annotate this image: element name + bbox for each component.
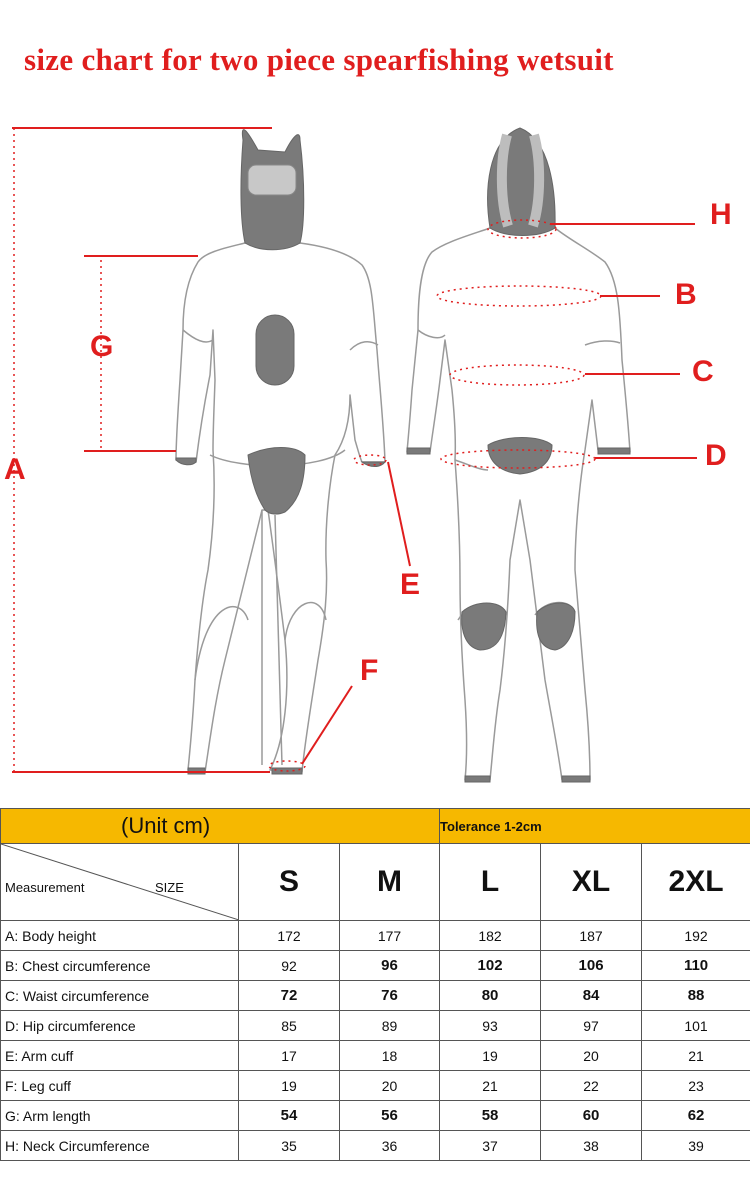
row-label: A: Body height — [0, 920, 239, 951]
row-label: B: Chest circumference — [0, 950, 239, 981]
table-cell: 89 — [338, 1010, 441, 1041]
label-c: C — [692, 355, 714, 388]
table-cell: 22 — [540, 1070, 643, 1101]
table-row: E: Arm cuff 17 18 19 20 21 — [0, 1040, 750, 1071]
table-cell: 18 — [338, 1040, 441, 1071]
table-cell: 36 — [338, 1130, 441, 1161]
table-cell: 187 — [540, 920, 643, 951]
table-cell: 182 — [439, 920, 542, 951]
waist-circle — [449, 364, 585, 386]
table-cell: 62 — [641, 1100, 750, 1131]
neck-circle — [487, 219, 557, 239]
measurement-size-cell: Measurement SIZE — [0, 843, 239, 921]
table-cell: 85 — [238, 1010, 340, 1041]
row-label: F: Leg cuff — [0, 1070, 239, 1101]
size-l: L — [439, 843, 542, 921]
table-row: F: Leg cuff 19 20 21 22 23 — [0, 1070, 750, 1101]
size-table: (Unit cm) Tolerance 1-2cm Measurement SI… — [0, 808, 750, 1161]
table-row: A: Body height 172 177 182 187 192 — [0, 920, 750, 951]
table-row: G: Arm length 54 56 58 60 62 — [0, 1100, 750, 1131]
table-cell: 102 — [439, 950, 542, 981]
size-row: Measurement SIZE S M L XL 2XL — [0, 843, 750, 921]
leg-cuff-circle — [268, 760, 306, 772]
table-cell: 72 — [238, 980, 340, 1011]
arm-cuff-circle — [353, 454, 387, 466]
size-s: S — [238, 843, 340, 921]
mask-window — [247, 164, 297, 196]
table-cell: 192 — [641, 920, 750, 951]
table-cell: 88 — [641, 980, 750, 1011]
page-title: size chart for two piece spearfishing we… — [24, 42, 614, 77]
size-xl: XL — [540, 843, 643, 921]
table-cell: 38 — [540, 1130, 643, 1161]
table-cell: 19 — [238, 1070, 340, 1101]
label-e: E — [400, 568, 421, 601]
table-cell: 97 — [540, 1010, 643, 1041]
row-label: D: Hip circumference — [0, 1010, 239, 1041]
row-label: H: Neck Circumference — [0, 1130, 239, 1161]
measurement-header: Measurement — [5, 880, 85, 895]
label-a: A — [4, 453, 26, 486]
label-b: B — [675, 278, 697, 311]
table-cell: 37 — [439, 1130, 542, 1161]
table-cell: 35 — [238, 1130, 340, 1161]
table-header-row: (Unit cm) Tolerance 1-2cm — [0, 808, 750, 844]
table-row: H: Neck Circumference 35 36 37 38 39 — [0, 1130, 750, 1161]
back-seat-pad — [487, 437, 553, 475]
hip-circle — [440, 449, 596, 469]
back-body-outline — [406, 227, 631, 781]
tolerance-label: Tolerance 1-2cm — [439, 808, 750, 844]
size-m: M — [338, 843, 441, 921]
front-crotch — [247, 447, 306, 515]
chest-circle — [436, 285, 602, 307]
table-row: D: Hip circumference 85 89 93 97 101 — [0, 1010, 750, 1041]
table-cell: 21 — [641, 1040, 750, 1071]
back-knee-pad-left — [461, 602, 507, 651]
table-row: B: Chest circumference 92 96 102 106 110 — [0, 950, 750, 981]
table-cell: 84 — [540, 980, 643, 1011]
table-cell: 172 — [238, 920, 340, 951]
table-cell: 76 — [338, 980, 441, 1011]
table-cell: 23 — [641, 1070, 750, 1101]
row-label: E: Arm cuff — [0, 1040, 239, 1071]
table-cell: 80 — [439, 980, 542, 1011]
table-cell: 20 — [540, 1040, 643, 1071]
table-cell: 101 — [641, 1010, 750, 1041]
size-2xl: 2XL — [641, 843, 750, 921]
table-row: C: Waist circumference 72 76 80 84 88 — [0, 980, 750, 1011]
table-cell: 92 — [238, 950, 340, 981]
wetsuit-diagram — [12, 127, 697, 783]
table-cell: 110 — [641, 950, 750, 981]
leg-pointer — [301, 685, 353, 765]
table-cell: 106 — [540, 950, 643, 981]
unit-label: (Unit cm) — [0, 808, 441, 844]
table-cell: 60 — [540, 1100, 643, 1131]
cuff-pointer — [387, 461, 411, 567]
label-f: F — [360, 654, 379, 687]
label-g: G — [90, 330, 114, 363]
table-cell: 177 — [338, 920, 441, 951]
table-cell: 93 — [439, 1010, 542, 1041]
table-cell: 20 — [338, 1070, 441, 1101]
table-cell: 54 — [238, 1100, 340, 1131]
label-d: D — [705, 439, 727, 472]
label-h: H — [710, 198, 732, 231]
table-cell: 58 — [439, 1100, 542, 1131]
table-cell: 96 — [338, 950, 441, 981]
back-knee-pad-right — [536, 602, 576, 651]
table-cell: 19 — [439, 1040, 542, 1071]
table-cell: 21 — [439, 1070, 542, 1101]
row-label: C: Waist circumference — [0, 980, 239, 1011]
chest-pad — [255, 314, 295, 386]
size-header: SIZE — [155, 880, 184, 895]
table-cell: 39 — [641, 1130, 750, 1161]
row-label: G: Arm length — [0, 1100, 239, 1131]
table-cell: 56 — [338, 1100, 441, 1131]
table-cell: 17 — [238, 1040, 340, 1071]
